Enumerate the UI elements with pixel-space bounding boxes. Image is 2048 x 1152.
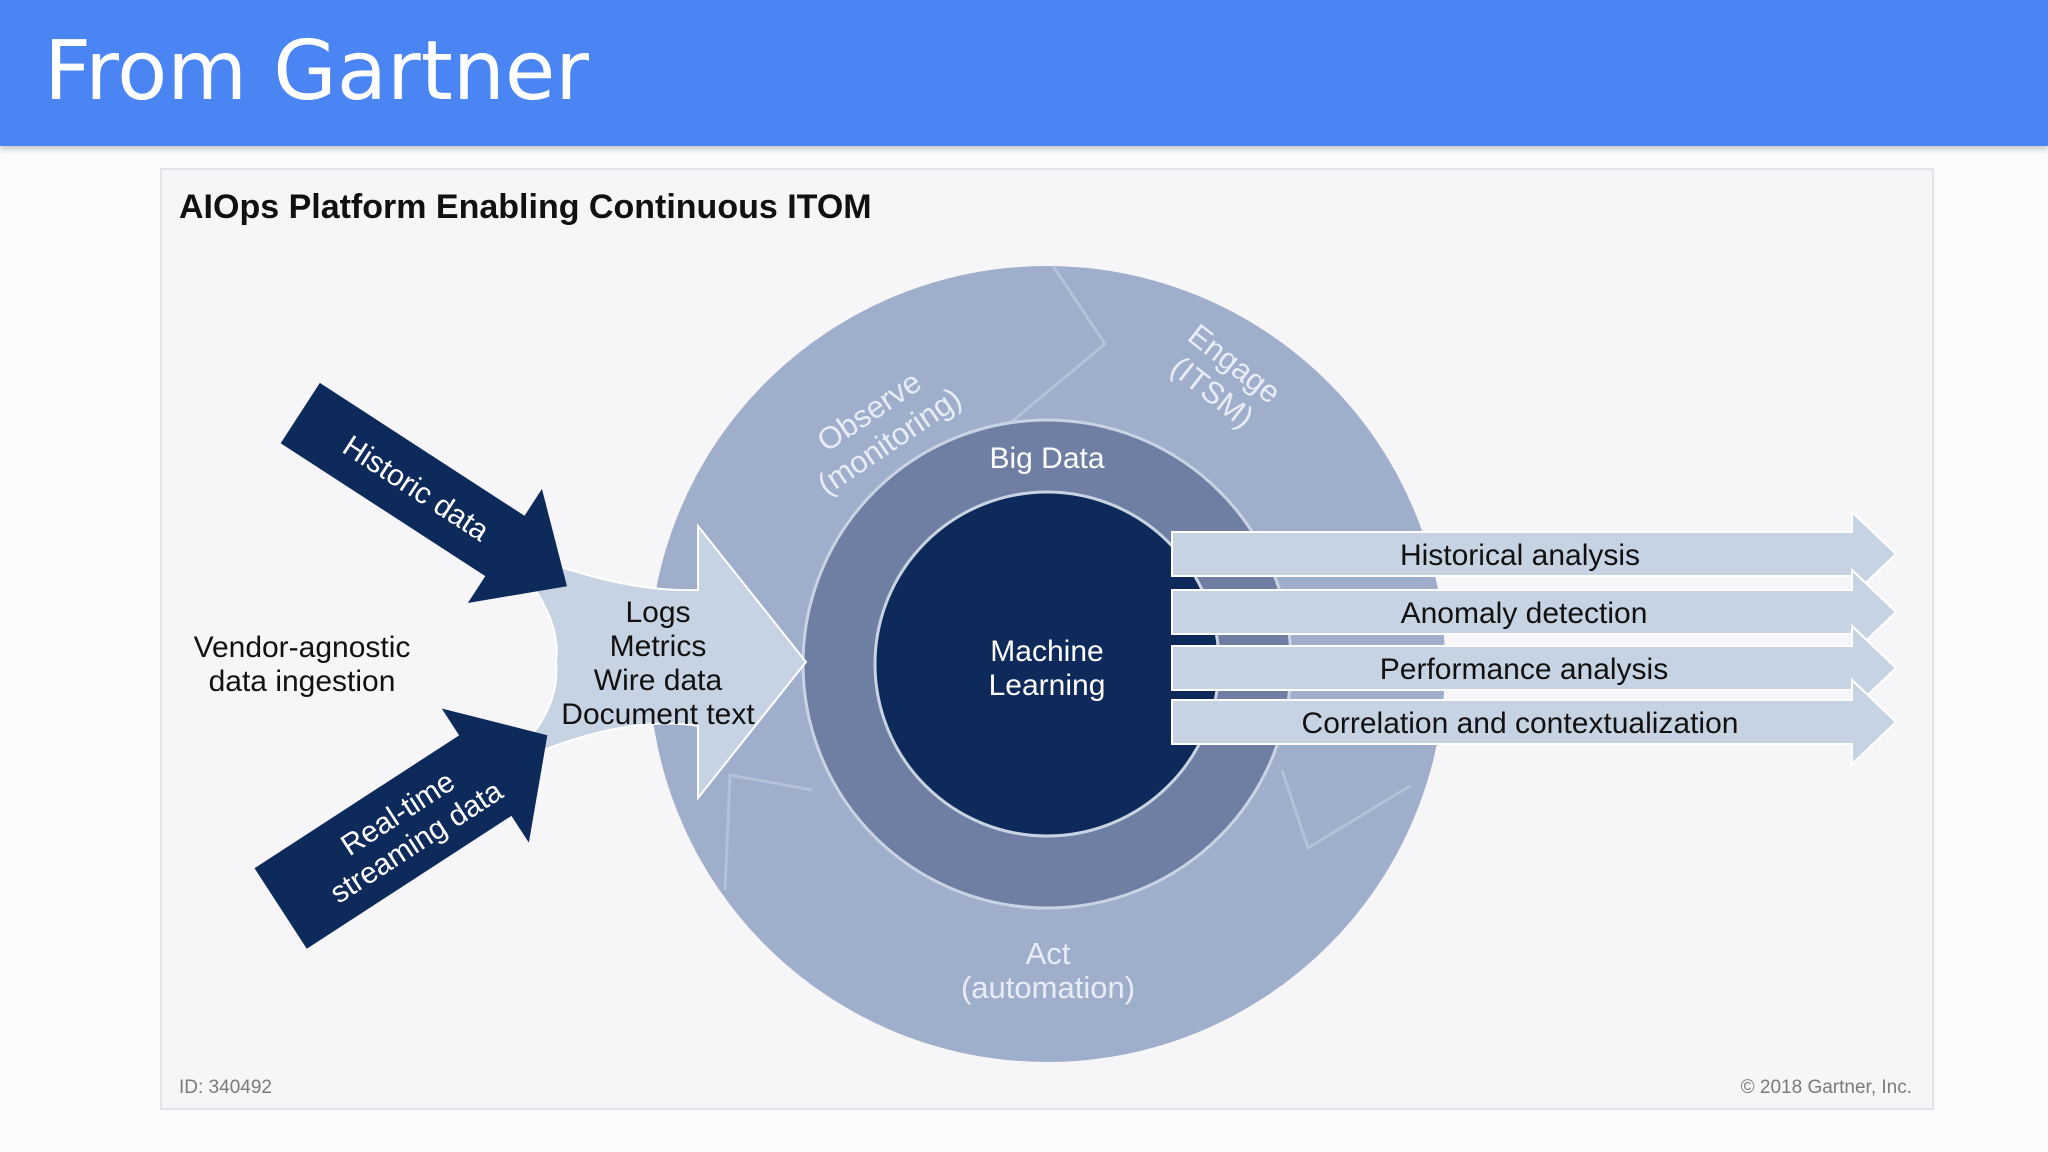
learning-label: Learning [989, 669, 1106, 702]
observe-engage-boundary [1009, 265, 1107, 425]
figure-title: AIOps Platform Enabling Continuous ITOM [179, 188, 872, 226]
realtime-data-arrow: Real-time streaming data [254, 708, 548, 949]
output-arrow-historical [1171, 509, 1898, 599]
ingestion-label-line2: data ingestion [209, 665, 396, 698]
slide-header: From Gartner [0, 0, 2048, 146]
output-historical-analysis: Historical analysis [1400, 539, 1640, 572]
machine-label: Machine [990, 635, 1103, 668]
data-type-logs: Logs [625, 596, 690, 629]
copyright: © 2018 Gartner, Inc. [1741, 1077, 1912, 1098]
data-type-wire-data: Wire data [594, 664, 723, 697]
output-correlation-contextualization: Correlation and contextualization [1302, 707, 1739, 740]
data-type-metrics: Metrics [610, 630, 707, 663]
output-arrow-anomaly [1171, 567, 1898, 657]
output-arrow-correlation [1171, 677, 1898, 767]
output-performance-analysis: Performance analysis [1380, 653, 1668, 686]
output-anomaly-detection: Anomaly detection [1401, 597, 1648, 630]
act-observe-boundary [723, 773, 813, 891]
output-arrow-performance [1171, 623, 1898, 713]
ingestion-arrow [501, 523, 808, 801]
engage-act-boundary [1280, 769, 1411, 851]
big-data-label: Big Data [989, 442, 1104, 475]
data-type-document-text: Document text [561, 698, 755, 731]
ingestion-label-line1: Vendor-agnostic [194, 631, 411, 664]
figure-id: ID: 340492 [179, 1077, 272, 1098]
act-label: Act [1026, 936, 1071, 971]
slide-title: From Gartner [44, 24, 590, 119]
automation-label: (automation) [961, 970, 1135, 1005]
